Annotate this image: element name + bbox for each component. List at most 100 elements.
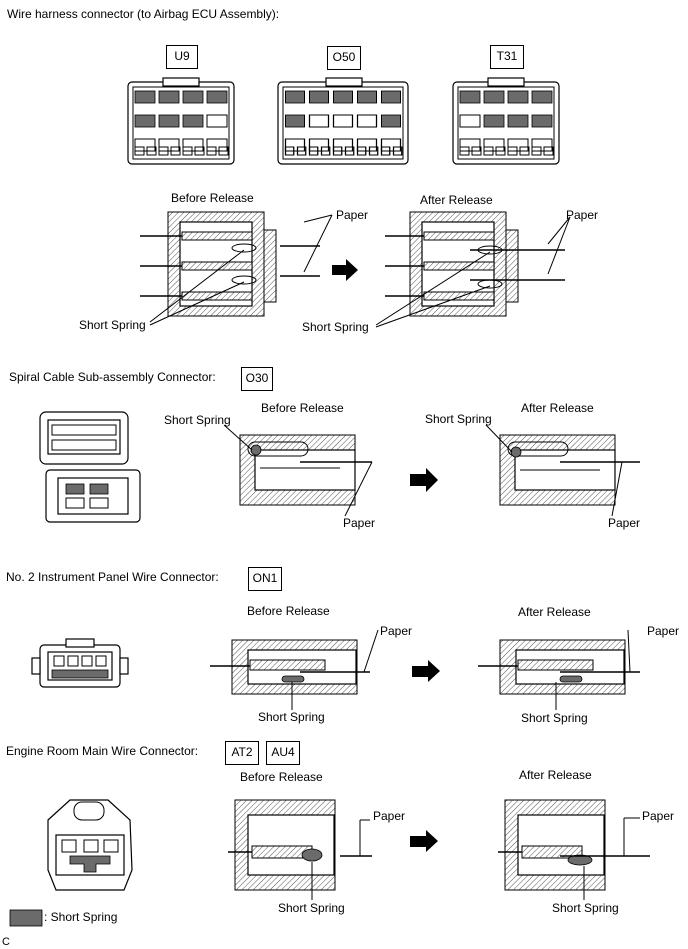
spiral-cable-after — [485, 424, 640, 517]
terminal-cavity — [218, 146, 229, 156]
section-title-spiral-cable: Spiral Cable Sub-assembly Connector: — [9, 370, 216, 384]
label-short-spring: Short Spring — [79, 318, 146, 332]
label-paper: Paper — [373, 809, 406, 823]
terminal-cavity — [134, 138, 156, 152]
terminal-cavity — [206, 114, 228, 128]
short-spring-icon — [332, 90, 353, 104]
label-paper: Paper — [380, 624, 413, 638]
terminal-cavity — [182, 138, 204, 152]
label-paper: Paper — [608, 516, 641, 530]
right-arrow-icon — [410, 468, 438, 492]
short-spring-icon — [285, 114, 305, 128]
terminal-cavity — [459, 146, 470, 156]
terminal-cavity — [206, 146, 217, 156]
connector-face-u9 — [127, 77, 235, 165]
label-short-spring: Short Spring — [425, 412, 492, 426]
terminal-cavity — [356, 114, 378, 128]
terminal-cavity — [459, 114, 481, 128]
terminal-cavity — [483, 138, 505, 152]
instrument-panel-before — [210, 629, 379, 710]
terminal-cavity — [380, 138, 402, 152]
terminal-cavity — [332, 138, 354, 152]
label-before-release: Before Release — [240, 770, 323, 784]
section-title-engine-room: Engine Room Main Wire Connector: — [6, 744, 199, 758]
label-paper: Paper — [647, 624, 680, 638]
code-au4: AU4 — [266, 741, 300, 765]
terminal-cavity — [284, 138, 306, 152]
label-after-release: After Release — [518, 605, 591, 619]
airbag-connector-before — [140, 211, 333, 326]
terminal-cavity — [344, 146, 355, 156]
spiral-cable-connector-face — [39, 411, 141, 523]
short-spring-icon — [380, 114, 401, 128]
terminal-cavity — [194, 146, 205, 156]
connector-face-t31 — [452, 77, 560, 165]
short-spring-icon — [531, 114, 553, 128]
code-at2: AT2 — [225, 741, 259, 765]
short-spring-icon — [206, 90, 228, 104]
terminal-cavity — [495, 146, 506, 156]
short-spring-icon — [483, 114, 505, 128]
terminal-cavity — [507, 146, 518, 156]
short-spring-icon — [9, 909, 43, 927]
label-paper: Paper — [343, 516, 376, 530]
short-spring-icon — [531, 90, 553, 104]
label-after-release: After Release — [521, 401, 594, 415]
short-spring-icon — [483, 90, 505, 104]
label-paper: Paper — [642, 809, 675, 823]
short-spring-icon — [158, 90, 180, 104]
right-arrow-icon — [410, 830, 438, 852]
short-spring-icon — [357, 90, 378, 104]
terminal-cavity — [507, 138, 529, 152]
terminal-cavity — [296, 146, 307, 156]
short-spring-icon — [285, 90, 305, 104]
connector-face-o50 — [277, 77, 409, 165]
airbag-connector-after — [375, 211, 571, 328]
short-spring-icon — [507, 114, 529, 128]
right-arrow-icon — [412, 660, 440, 682]
terminal-cavity — [146, 146, 157, 156]
label-short-spring: Short Spring — [164, 413, 231, 427]
engine-room-after — [498, 799, 650, 900]
corner-mark: C — [2, 936, 10, 948]
terminal-cavity — [356, 138, 378, 152]
terminal-cavity — [170, 146, 181, 156]
terminal-cavity — [531, 138, 553, 152]
section-title-airbag: Wire harness connector (to Airbag ECU As… — [7, 7, 280, 21]
label-short-spring: Short Spring — [278, 901, 345, 915]
label-short-spring: Short Spring — [552, 901, 619, 915]
code-o30: O30 — [241, 367, 273, 391]
terminal-cavity — [543, 146, 554, 156]
terminal-cavity — [483, 146, 494, 156]
terminal-cavity — [356, 146, 367, 156]
terminal-cavity — [320, 146, 331, 156]
label-before-release: Before Release — [247, 604, 330, 618]
short-spring-icon — [507, 90, 529, 104]
short-spring-icon — [158, 114, 180, 128]
label-paper: Paper — [566, 208, 599, 222]
terminal-cavity — [368, 146, 379, 156]
terminal-cavity — [206, 138, 228, 152]
short-spring-icon — [182, 114, 204, 128]
label-short-spring: Short Spring — [521, 711, 588, 725]
terminal-cavity — [531, 146, 542, 156]
terminal-cavity — [332, 114, 354, 128]
terminal-cavity — [158, 138, 180, 152]
short-spring-icon — [182, 90, 204, 104]
terminal-cavity — [392, 146, 403, 156]
short-spring-icon — [134, 90, 156, 104]
short-spring-icon — [459, 90, 481, 104]
label-before-release: Before Release — [261, 401, 344, 415]
section-title-instrument-panel: No. 2 Instrument Panel Wire Connector: — [6, 570, 219, 584]
right-arrow-icon — [332, 259, 358, 281]
instrument-panel-connector-face — [31, 638, 129, 688]
label-after-release: After Release — [519, 768, 592, 782]
short-spring-icon — [134, 114, 156, 128]
terminal-cavity — [519, 146, 530, 156]
terminal-cavity — [332, 146, 343, 156]
terminal-cavity — [471, 146, 482, 156]
terminal-cavity — [158, 146, 169, 156]
terminal-cavity — [380, 146, 391, 156]
